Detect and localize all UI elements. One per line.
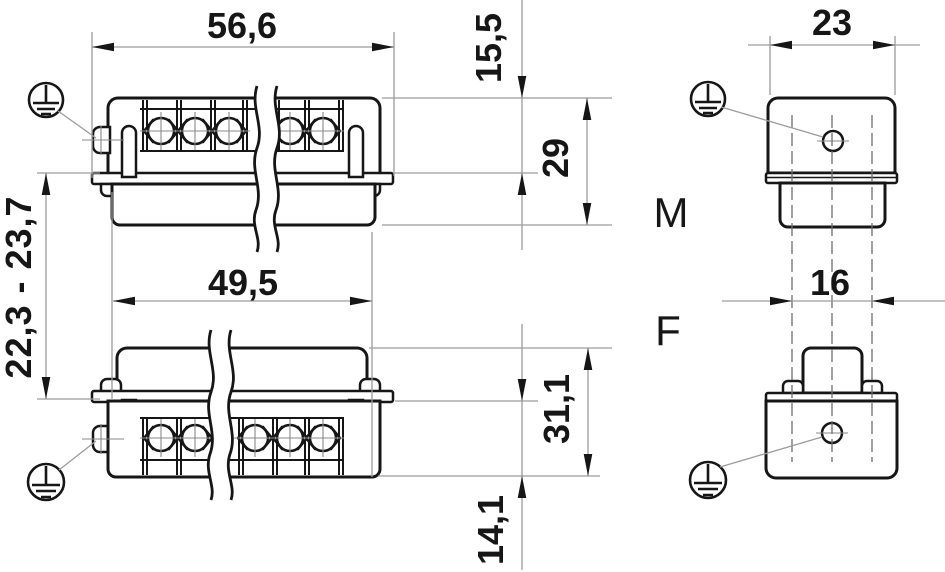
dim-mated-height-range: 22,3 - 23,7 <box>0 195 39 378</box>
break-lines-female <box>206 329 235 501</box>
earth-ground-icon <box>689 80 727 118</box>
dim-side-view-width: 23 <box>812 2 852 43</box>
dim-female-overall-height: 31,1 <box>536 374 577 444</box>
dim-flange-width: 56,6 <box>207 5 277 46</box>
front-view-female-insert <box>82 329 395 501</box>
earth-ground-icon <box>688 460 728 500</box>
centerlines-male <box>82 112 344 155</box>
earth-ground-icon <box>27 81 65 119</box>
earth-ground-icon <box>26 462 66 502</box>
ground-leader-lines <box>57 106 824 471</box>
view-label-female: F <box>655 307 681 354</box>
dim-mounting-pitch: 16 <box>810 262 850 303</box>
side-view-centerlines <box>791 115 873 462</box>
centerlines-female <box>82 419 344 457</box>
dim-female-insert-height: 14,1 <box>470 495 511 565</box>
dim-insert-width: 49,5 <box>208 262 278 303</box>
front-view-male-insert <box>82 85 395 253</box>
break-lines-male <box>252 85 281 253</box>
view-label-male: M <box>654 189 689 236</box>
dimension-lines <box>37 0 945 570</box>
dim-male-overall-height: 29 <box>535 138 576 178</box>
dim-male-insert-height: 15,5 <box>468 13 509 83</box>
